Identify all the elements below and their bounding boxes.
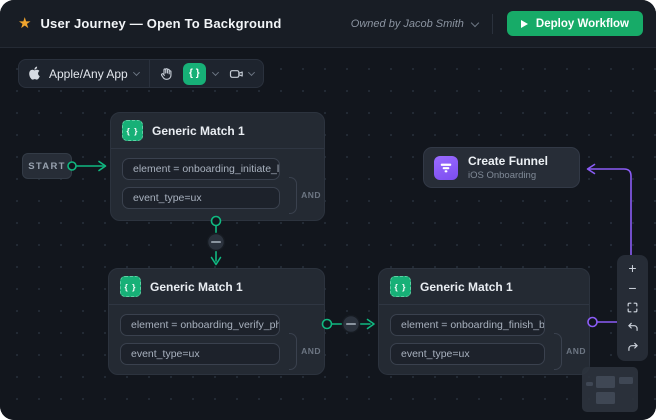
- zoom-in-button[interactable]: +: [617, 261, 648, 275]
- zoom-out-button[interactable]: −: [617, 281, 648, 295]
- match-node-1-body: element = onboarding_initiate_login even…: [111, 149, 324, 214]
- minimap[interactable]: [582, 367, 638, 412]
- funnel-icon: [434, 155, 458, 180]
- video-camera-icon[interactable]: [228, 66, 245, 82]
- deploy-workflow-button[interactable]: Deploy Workflow: [506, 11, 643, 36]
- play-icon: [520, 19, 528, 28]
- and-bracket: [289, 176, 298, 214]
- and-operator: AND: [289, 318, 321, 384]
- page-title: User Journey — Open To Background: [40, 16, 282, 31]
- zoom-toolbar: + −: [617, 255, 648, 361]
- match-node-1-header: { } Generic Match 1: [111, 113, 324, 149]
- app-toolbar: Apple/Any App { }: [18, 59, 264, 88]
- condition-pill[interactable]: element = onboarding_initiate_login: [122, 158, 280, 180]
- redo-button[interactable]: [617, 341, 648, 355]
- and-operator: AND: [554, 318, 586, 384]
- code-braces-icon: { }: [120, 276, 141, 297]
- app-selector-chevron-down-icon[interactable]: [132, 68, 140, 77]
- condition-pill[interactable]: element = onboarding_finish_button: [390, 314, 545, 336]
- condition-pill[interactable]: event_type=ux: [120, 343, 280, 365]
- and-bracket: [289, 332, 298, 370]
- minimap-node: [596, 376, 615, 388]
- funnel-node-title: Create Funnel: [468, 153, 549, 168]
- match-node-3-title: Generic Match 1: [420, 279, 513, 294]
- video-chevron-down-icon[interactable]: [248, 68, 256, 77]
- match-node-3[interactable]: { } Generic Match 1 element = onboarding…: [378, 268, 590, 375]
- undo-button[interactable]: [617, 321, 648, 335]
- code-mode-chevron-down-icon[interactable]: [212, 68, 220, 77]
- topbar-divider: [491, 13, 493, 34]
- top-bar: ★ User Journey — Open To Background Owne…: [0, 0, 656, 48]
- match-node-3-header: { } Generic Match 1: [379, 269, 589, 305]
- deploy-workflow-label: Deploy Workflow: [535, 17, 629, 30]
- and-bracket: [554, 332, 563, 370]
- match-node-2[interactable]: { } Generic Match 1 element = onboarding…: [108, 268, 325, 375]
- and-operator-label: AND: [566, 346, 586, 356]
- and-operator: AND: [289, 162, 321, 228]
- fit-screen-icon: [627, 303, 638, 313]
- pan-hand-icon[interactable]: [159, 66, 175, 82]
- star-icon[interactable]: ★: [18, 15, 32, 32]
- create-funnel-node[interactable]: Create Funnel iOS Onboarding: [423, 147, 580, 188]
- fit-view-button[interactable]: [617, 301, 648, 314]
- and-operator-label: AND: [301, 346, 321, 356]
- start-node[interactable]: START: [22, 153, 72, 179]
- condition-pill[interactable]: element = onboarding_verify_phone: [120, 314, 280, 336]
- minimap-node: [619, 377, 633, 384]
- undo-icon: [627, 322, 638, 331]
- code-mode-button[interactable]: { }: [182, 62, 207, 85]
- code-braces-icon: { }: [122, 120, 143, 141]
- match-node-2-header: { } Generic Match 1: [109, 269, 324, 305]
- and-operator-label: AND: [301, 190, 321, 200]
- redo-icon: [627, 342, 638, 351]
- condition-pill[interactable]: event_type=ux: [122, 187, 280, 209]
- apple-icon: [28, 66, 41, 81]
- condition-pill[interactable]: event_type=ux: [390, 343, 545, 365]
- match-node-1-title: Generic Match 1: [152, 123, 245, 138]
- match-node-1[interactable]: { } Generic Match 1 element = onboarding…: [110, 112, 325, 221]
- match-node-3-body: element = onboarding_finish_button event…: [379, 305, 589, 370]
- code-braces-icon: { }: [390, 276, 411, 297]
- owner-label: Owned by Jacob Smith: [350, 17, 464, 30]
- minimap-node: [596, 392, 615, 404]
- app-selector-value[interactable]: Apple/Any App: [49, 66, 128, 81]
- start-node-label: START: [28, 160, 66, 172]
- match-node-2-body: element = onboarding_verify_phone event_…: [109, 305, 324, 370]
- match-node-2-title: Generic Match 1: [150, 279, 243, 294]
- funnel-node-subtitle: iOS Onboarding: [468, 169, 537, 181]
- toolbar-divider: [148, 59, 150, 88]
- owner-chevron-down-icon[interactable]: [470, 18, 480, 27]
- minimap-start-node: [586, 382, 593, 386]
